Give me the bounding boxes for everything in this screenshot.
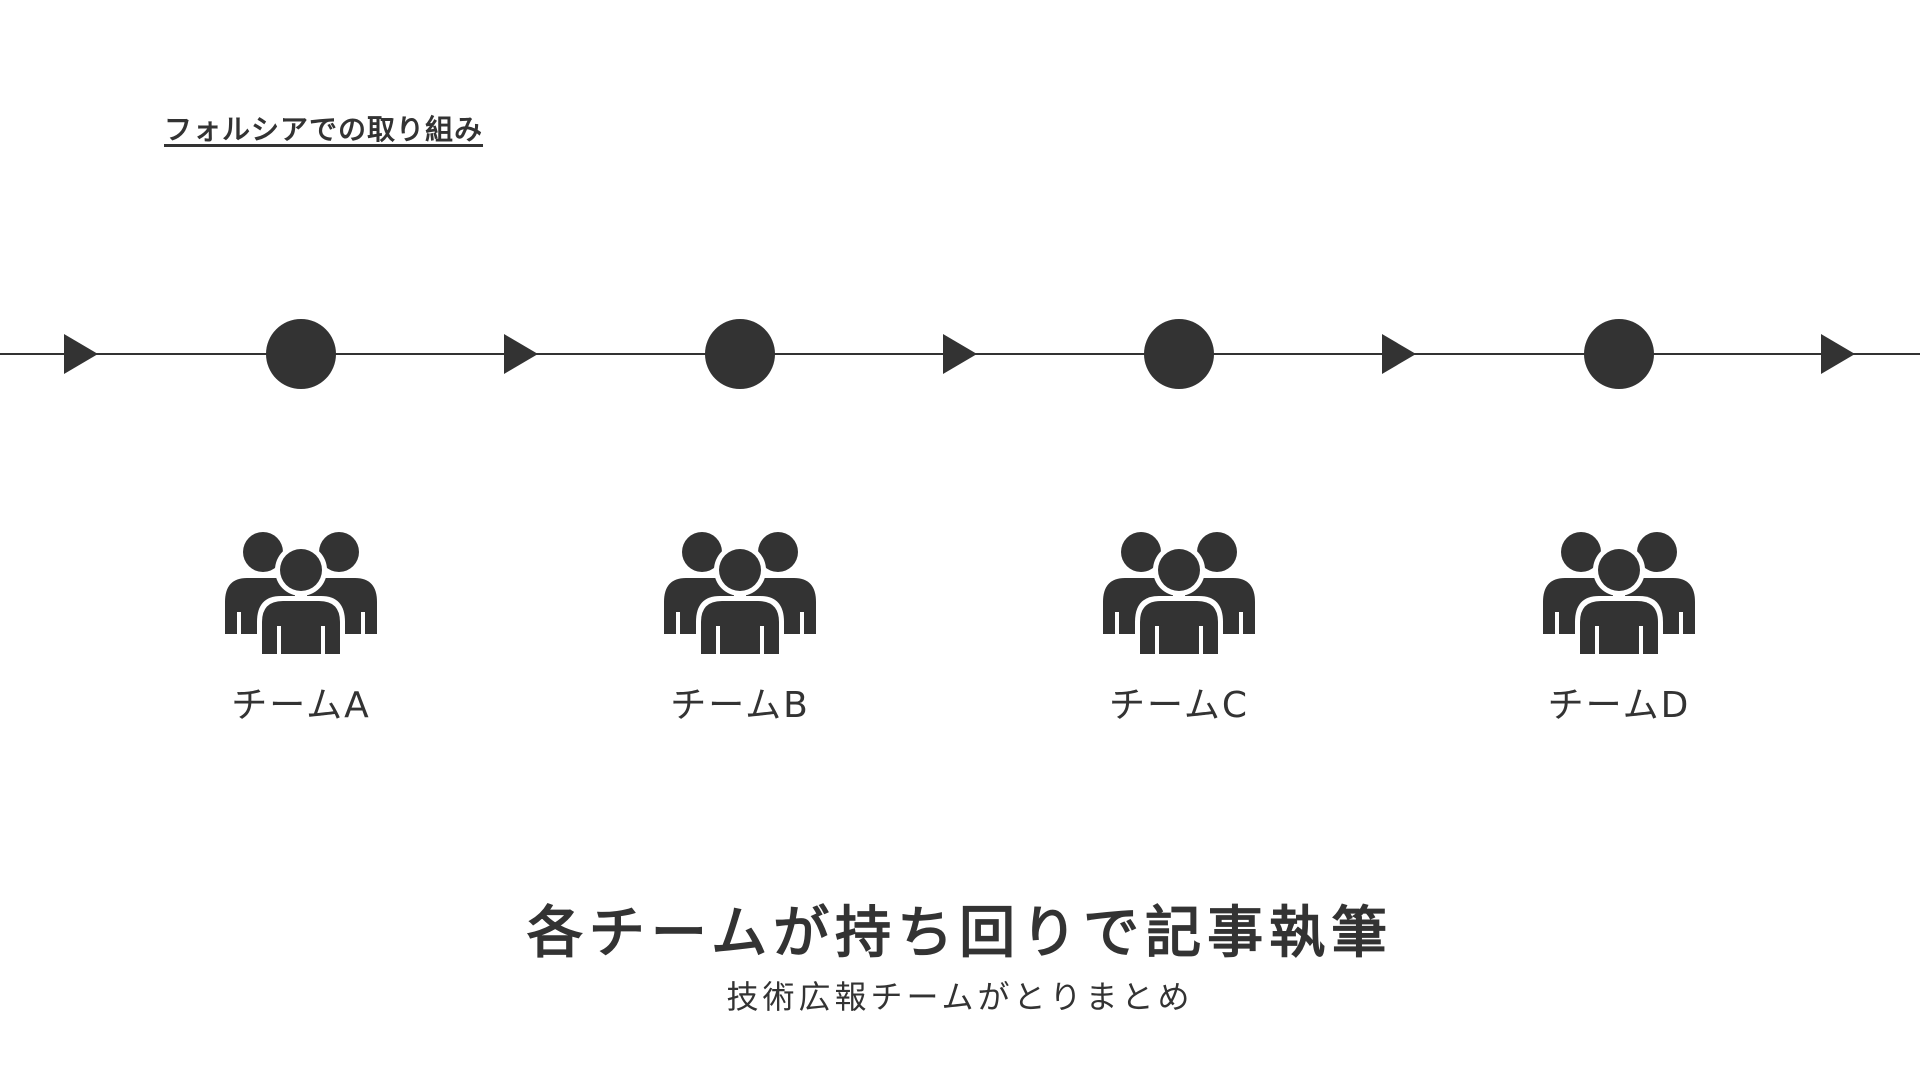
timeline-arrow-4 (1382, 334, 1416, 374)
timeline (0, 319, 1920, 389)
timeline-node-3 (1144, 319, 1214, 389)
team-c: チームC (1069, 530, 1289, 728)
timeline-node-2 (705, 319, 775, 389)
team-a: チームA (191, 530, 411, 728)
timeline-arrow-2 (504, 334, 538, 374)
team-label: チームB (670, 685, 810, 726)
team-icon (1543, 532, 1695, 654)
team-d: チームD (1509, 530, 1729, 728)
team-label: チームA (231, 685, 371, 726)
timeline-arrow-1 (64, 334, 98, 374)
team-icon (1103, 532, 1255, 654)
team-label: チームC (1108, 685, 1250, 726)
main-message: 各チームが持ち回りで記事執筆 (526, 901, 1394, 966)
slide-heading: フォルシアでの取り組み (164, 113, 484, 146)
sub-message: 技術広報チームがとりまとめ (726, 978, 1194, 1016)
team-label: チームD (1547, 685, 1691, 726)
timeline-arrow-5 (1821, 334, 1855, 374)
team-icon (225, 532, 377, 654)
timeline-arrow-3 (943, 334, 977, 374)
team-icon (664, 532, 816, 654)
team-b: チームB (630, 530, 850, 728)
timeline-node-1 (266, 319, 336, 389)
timeline-node-4 (1584, 319, 1654, 389)
